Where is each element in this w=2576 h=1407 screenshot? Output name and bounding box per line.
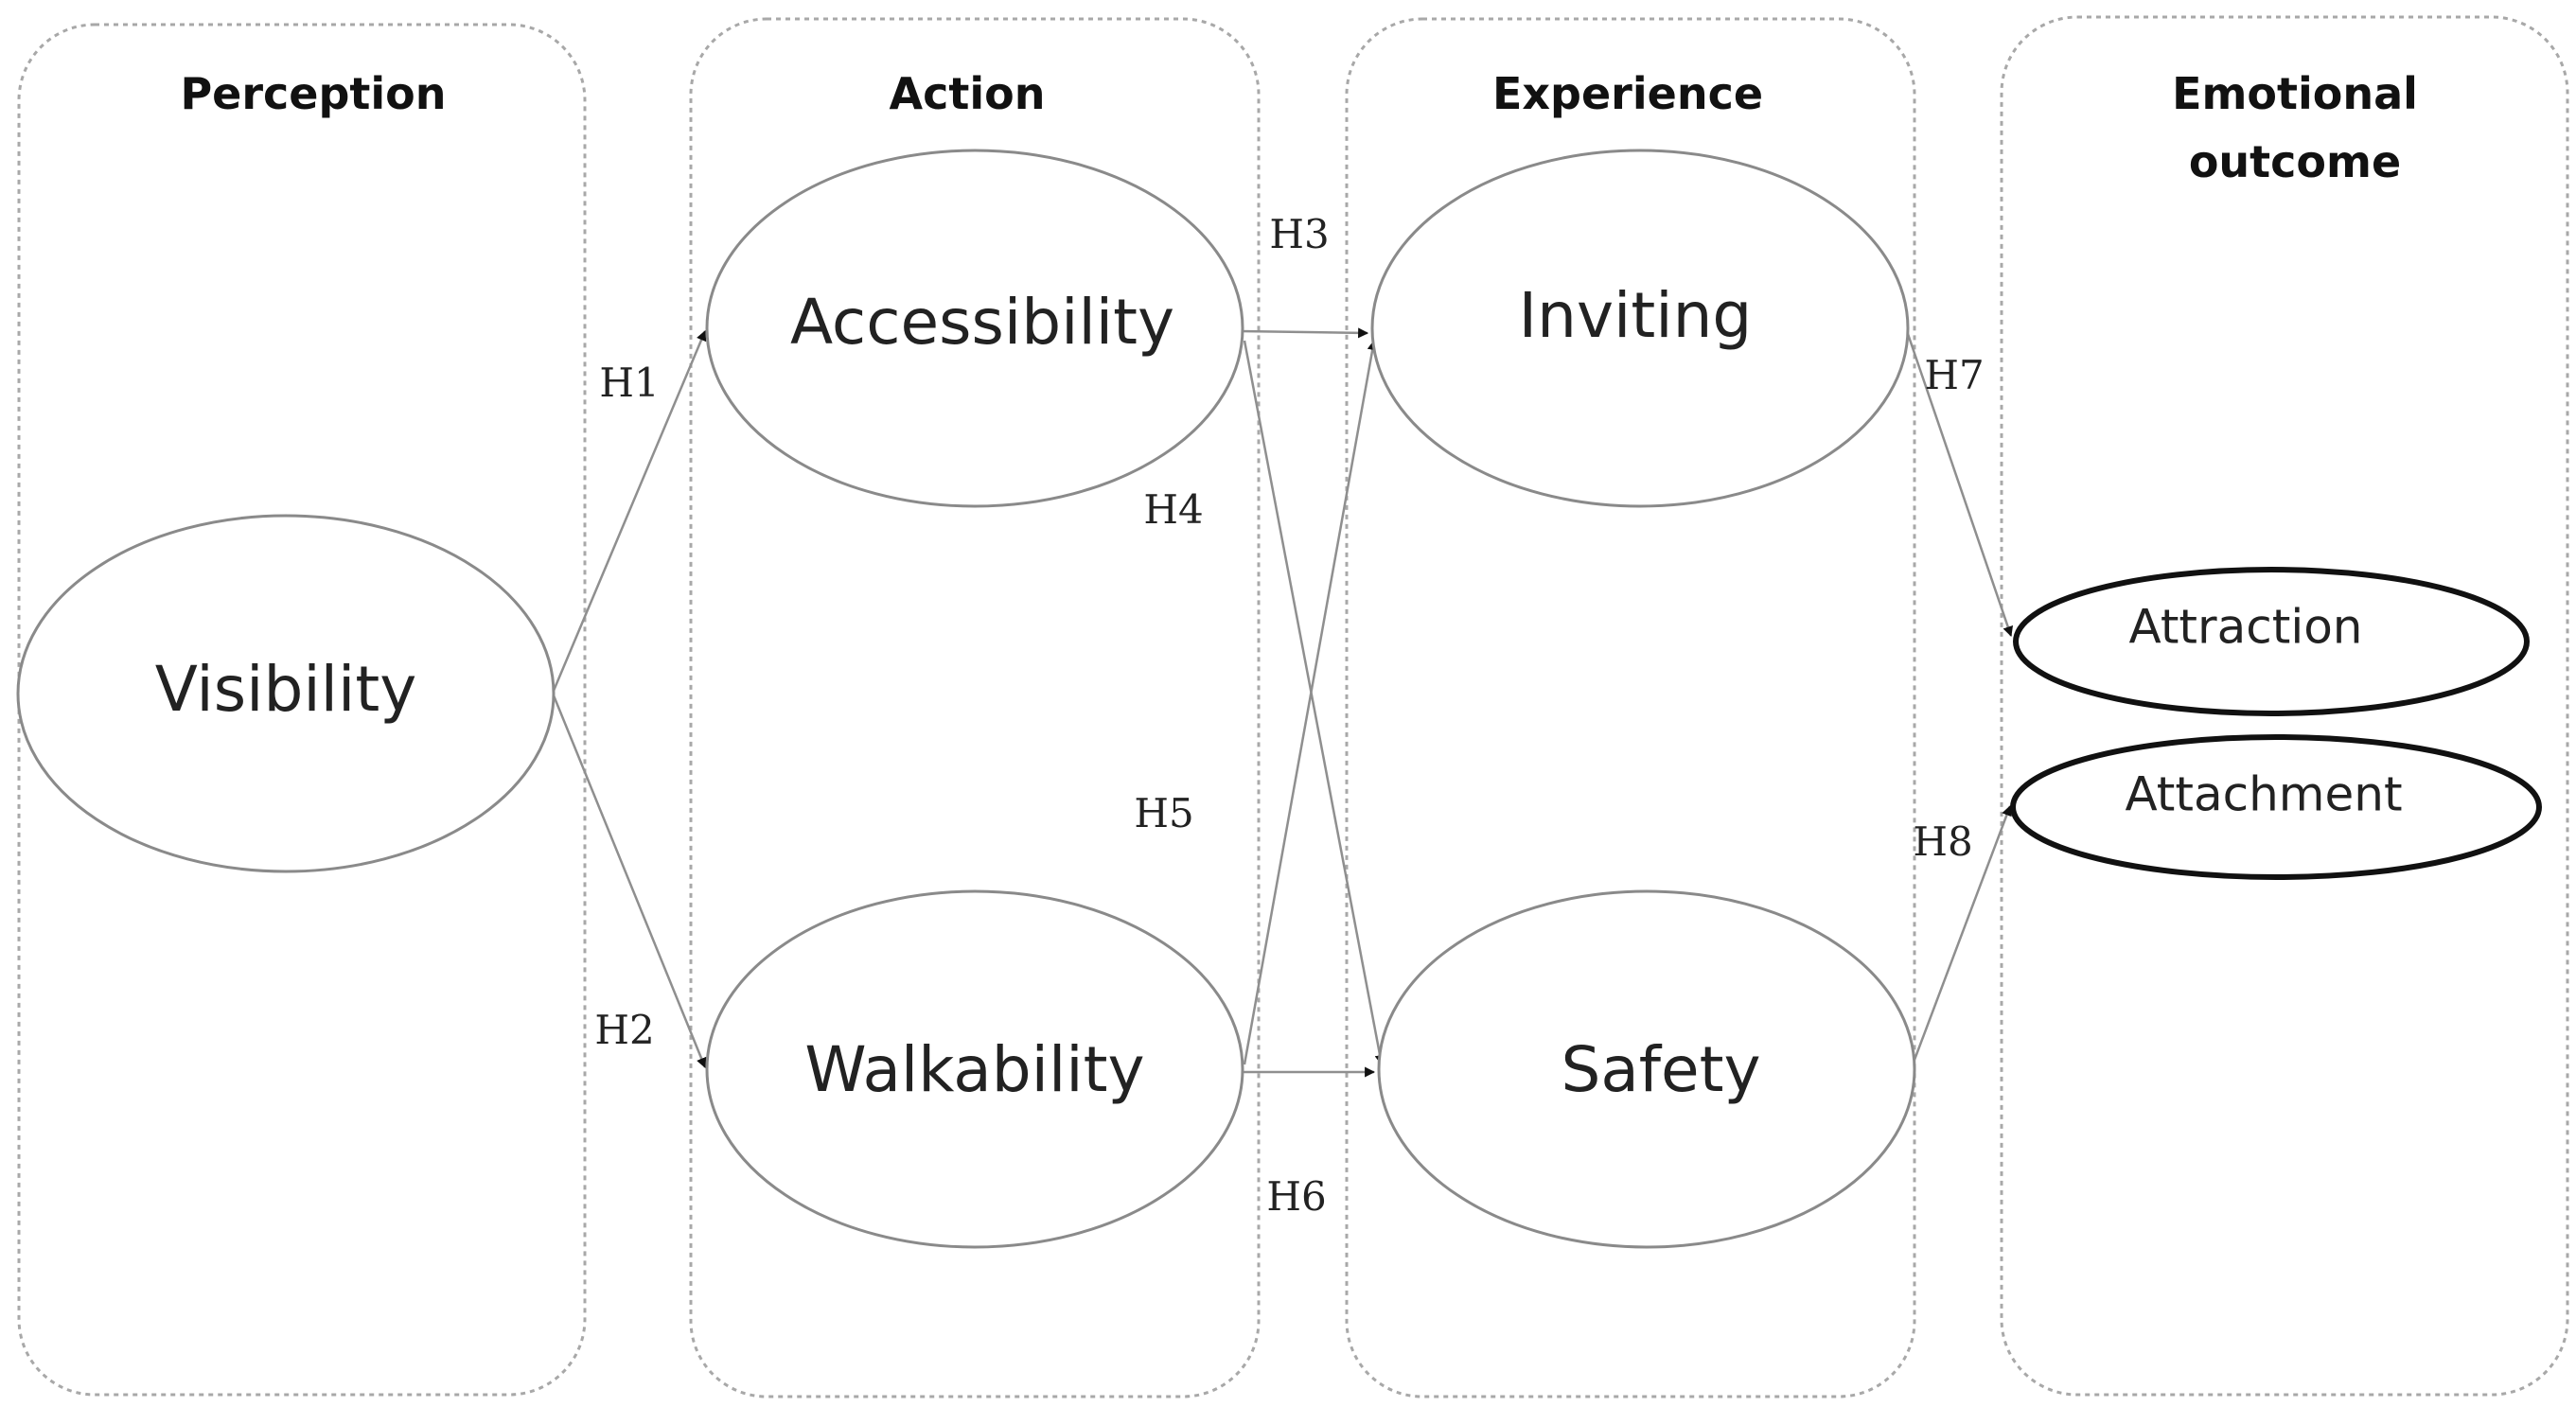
edge-h3 bbox=[1239, 327, 1369, 339]
node-safety-shape bbox=[1377, 889, 1916, 1249]
hypothesis-label-h3: H3 bbox=[1269, 211, 1329, 257]
node-inviting-shape bbox=[1370, 149, 1910, 508]
hypothesis-label-h2: H2 bbox=[594, 1007, 654, 1053]
hypothesis-label-h1: H1 bbox=[599, 360, 659, 406]
edge-h2 bbox=[552, 695, 707, 1069]
node-accessibility-shape bbox=[705, 149, 1244, 508]
column-action: Action bbox=[689, 17, 1261, 1398]
node-attachment: Attachment bbox=[2010, 734, 2542, 880]
edges bbox=[552, 327, 2014, 1078]
node-visibility: Visibility bbox=[16, 514, 556, 873]
column-experience: Experience bbox=[1345, 17, 1916, 1398]
hypothesis-labels: H1 H2 H3 H4 H5 H6 H7 H8 bbox=[594, 211, 1984, 1220]
node-visibility-label: Visibility bbox=[155, 653, 417, 726]
hypothesis-label-h6: H6 bbox=[1266, 1173, 1326, 1220]
hypothesis-label-h5: H5 bbox=[1134, 790, 1193, 836]
node-walkability-label: Walkability bbox=[804, 1033, 1144, 1106]
column-emotional-outcome-box bbox=[2000, 15, 2569, 1397]
column-emotional-outcome-title-line-2: outcome bbox=[2189, 136, 2401, 187]
column-action-box bbox=[689, 17, 1261, 1398]
hypothesis-label-h4: H4 bbox=[1143, 486, 1203, 533]
column-emotional-outcome: Emotional outcome bbox=[2000, 15, 2569, 1397]
edge-h1 bbox=[552, 329, 707, 692]
hypothesis-label-h7: H7 bbox=[1924, 352, 1984, 398]
hypothesis-label-h8: H8 bbox=[1913, 818, 1972, 865]
node-attraction: Attraction bbox=[2013, 567, 2530, 716]
node-safety-label: Safety bbox=[1561, 1033, 1760, 1106]
node-inviting: Inviting bbox=[1370, 149, 1910, 508]
node-attraction-label: Attraction bbox=[2129, 600, 2363, 655]
column-emotional-outcome-title-line-1: Emotional bbox=[2172, 68, 2418, 119]
edge-h5 bbox=[1243, 339, 1378, 1065]
node-visibility-shape bbox=[16, 514, 556, 873]
node-attachment-label: Attachment bbox=[2125, 767, 2402, 822]
node-attachment-shape bbox=[2010, 734, 2542, 880]
edge-h4 bbox=[1243, 340, 1385, 1066]
node-accessibility-label: Accessibility bbox=[790, 286, 1174, 359]
node-inviting-label: Inviting bbox=[1519, 279, 1753, 352]
node-safety: Safety bbox=[1377, 889, 1916, 1249]
node-accessibility: Accessibility bbox=[705, 149, 1244, 508]
column-experience-box bbox=[1345, 17, 1916, 1398]
node-attraction-shape bbox=[2013, 567, 2530, 716]
edge-h7 bbox=[1905, 330, 2014, 638]
column-experience-title: Experience bbox=[1492, 68, 1763, 119]
column-perception-title: Perception bbox=[180, 68, 446, 119]
column-action-title: Action bbox=[890, 68, 1046, 119]
edge-h8 bbox=[1910, 804, 2012, 1068]
node-walkability-shape bbox=[705, 889, 1244, 1249]
node-walkability: Walkability bbox=[705, 889, 1244, 1249]
